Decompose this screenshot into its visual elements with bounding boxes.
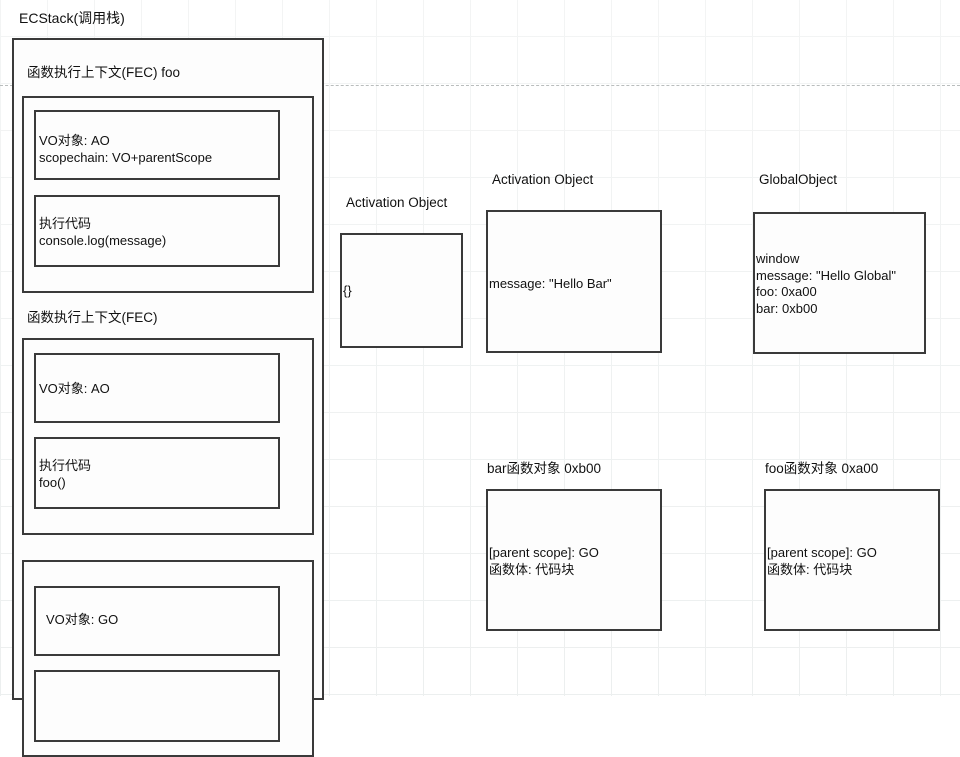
global-object-body: window message: "Hello Global" foo: 0xa0… bbox=[756, 251, 897, 316]
activation-object-empty-body: {} bbox=[343, 283, 352, 298]
fec-frame-0-vo-text: VO对象: AO scopechain: VO+parentScope bbox=[39, 133, 213, 165]
fec-frame-label-0: 函数执行上下文(FEC) foo bbox=[27, 65, 181, 80]
foo-function-object-box bbox=[764, 489, 940, 631]
foo-function-object-label: foo函数对象 0xa00 bbox=[765, 461, 879, 476]
activation-object-bar-label: Activation Object bbox=[492, 172, 594, 187]
global-object-label: GlobalObject bbox=[759, 172, 838, 187]
fec-frame-label-1: 函数执行上下文(FEC) bbox=[27, 310, 158, 325]
bar-function-object-label: bar函数对象 0xb00 bbox=[487, 461, 602, 476]
fec-frame-0-code-slot bbox=[34, 195, 280, 267]
fec-frame-2-vo-slot bbox=[34, 586, 280, 656]
activation-object-empty-box bbox=[340, 233, 463, 348]
activation-object-bar-box bbox=[486, 210, 662, 353]
fec-frame-2-vo-text: VO对象: GO bbox=[46, 612, 119, 627]
activation-object-bar-body: message: "Hello Bar" bbox=[489, 276, 612, 291]
fec-frame-1-vo-text: VO对象: AO bbox=[39, 381, 110, 396]
bar-function-object-body: [parent scope]: GO 函数体: 代码块 bbox=[489, 545, 599, 577]
fec-frame-1-code-text: 执行代码 foo() bbox=[39, 458, 92, 490]
objects-area: Activation Object {} Activation Object m… bbox=[340, 172, 940, 631]
foo-function-object-body: [parent scope]: GO 函数体: 代码块 bbox=[767, 545, 877, 577]
fec-frame-0-vo-slot bbox=[34, 110, 280, 180]
fec-frame-1-code-slot bbox=[34, 437, 280, 509]
fec-frame-0-code-text: 执行代码 console.log(message) bbox=[39, 216, 167, 248]
ecstack-title: ECStack(调用栈) bbox=[19, 10, 125, 26]
activation-object-empty-label: Activation Object bbox=[346, 195, 448, 210]
fec-frame-1-vo-slot bbox=[34, 353, 280, 423]
global-object-box bbox=[753, 212, 926, 354]
bar-function-object-box bbox=[486, 489, 662, 631]
